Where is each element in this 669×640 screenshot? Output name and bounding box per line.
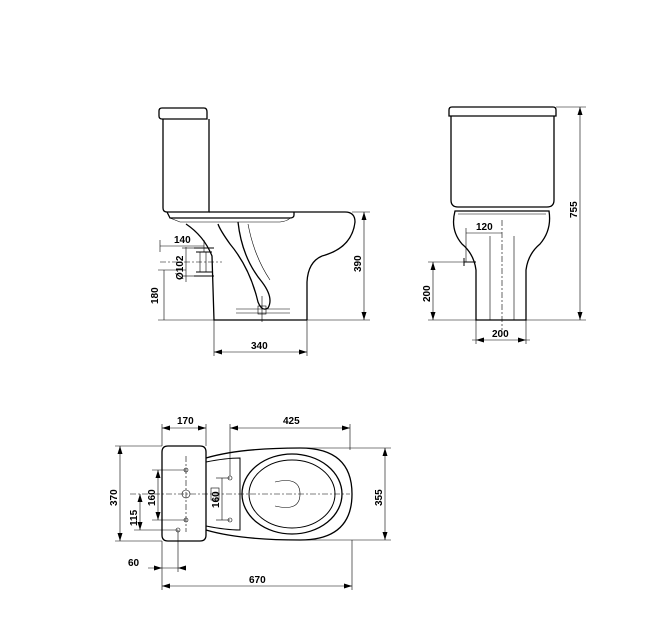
side-pedestal [185, 223, 307, 321]
side-view: 140 Ø102 180 390 340 [150, 107, 370, 356]
dim-60: 60 [128, 558, 140, 569]
dim-200-height: 200 [422, 285, 433, 302]
dim-340: 340 [251, 341, 268, 352]
dim-370: 370 [109, 489, 120, 506]
dim-d102: Ø102 [175, 255, 186, 280]
dim-180: 180 [150, 287, 161, 304]
front-view: 120 200 755 200 [422, 106, 586, 344]
dim-390: 390 [353, 255, 364, 272]
side-tank-lid [158, 107, 208, 120]
front-bowl [452, 210, 551, 321]
side-tank-body [162, 119, 210, 213]
dim-755: 755 [569, 201, 580, 218]
side-seat [166, 211, 295, 219]
dim-200-width: 200 [492, 329, 509, 340]
dim-170: 170 [177, 416, 194, 427]
dim-425: 425 [283, 416, 300, 427]
dim-160-left: 160 [147, 489, 158, 506]
dim-355: 355 [374, 489, 385, 506]
dim-120: 120 [476, 222, 493, 233]
dim-670: 670 [249, 575, 266, 586]
front-tank-body [450, 116, 555, 208]
dim-140: 140 [174, 235, 191, 246]
side-bowl-rim [209, 211, 356, 257]
dim-115: 115 [129, 509, 140, 526]
plan-tank [161, 445, 207, 542]
plan-view: 170 425 370 160 115 160 [109, 416, 391, 590]
plan-bowl [205, 447, 353, 541]
dim-160-center: 160 [211, 491, 222, 508]
front-tank-lid [448, 106, 557, 117]
side-bowl-trap [217, 221, 271, 310]
